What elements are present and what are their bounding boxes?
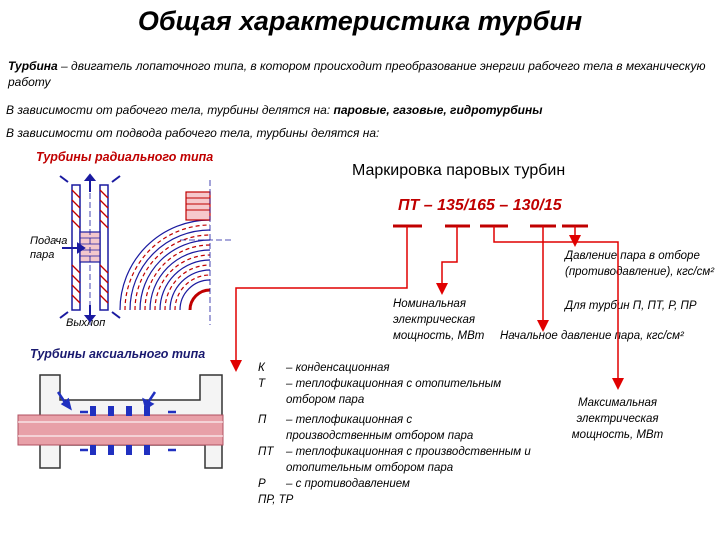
type-desc: – теплофикационная с производственным и … — [286, 446, 531, 474]
steam-supply-label: Подача пара — [30, 235, 68, 261]
page-title: Общая характеристика турбин — [137, 6, 583, 36]
classification-working-body-types: паровые, газовые, гидротурбины — [330, 103, 543, 117]
axial-heading: Турбины аксиального типа — [30, 347, 206, 361]
type-row: Р – с противодавлением — [258, 476, 548, 492]
axial-turbine — [17, 374, 224, 469]
type-code: ПР, ТР — [258, 494, 294, 506]
axial-shaft — [17, 414, 224, 446]
type-code: Р — [258, 478, 266, 490]
radial-turbine-section — [59, 173, 121, 325]
nominal-power-label: Номинальная электрическая мощность, МВт — [393, 298, 485, 342]
type-row: ПР, ТР — [258, 492, 548, 508]
type-code: ПТ — [258, 446, 274, 458]
type-code: П — [258, 414, 267, 426]
type-row: П – теплофикационная с производственным о… — [258, 412, 548, 444]
radial-turbine-front — [119, 180, 232, 325]
type-desc: – с противодавлением — [286, 478, 410, 490]
initial-pressure-label: Начальное давление пара, кгс/см² — [500, 330, 684, 342]
extraction-pressure-label: Давление пара в отборе (противодавление)… — [565, 250, 715, 278]
classification-working-body: В зависимости от рабочего тела, турбины … — [6, 102, 716, 118]
type-row: ПТ – теплофикационная с производственным … — [258, 444, 548, 476]
exhaust-label: Выхлоп — [66, 317, 106, 329]
extraction-note-label: Для турбин П, ПТ, Р, ПР — [565, 300, 697, 312]
type-desc: – конденсационная — [286, 362, 390, 374]
marking-arrowheads — [230, 235, 624, 390]
marking-code: ПТ – 135/165 – 130/15 — [398, 197, 562, 214]
axial-flow-arrows — [56, 391, 176, 452]
marking-leader-lines — [235, 226, 619, 378]
type-code: К — [258, 362, 265, 374]
max-power-label: Максимальная электрическая мощность, МВт — [571, 397, 664, 441]
definition-term: Турбина — [8, 59, 58, 73]
type-row: Т – теплофикационная с отопительным отбор… — [258, 376, 548, 408]
marking-heading: Маркировка паровых турбин — [352, 162, 566, 179]
radial-heading: Турбины радиального типа — [36, 150, 214, 164]
classification-supply: В зависимости от подвода рабочего тела, … — [6, 126, 380, 140]
type-code: Т — [258, 378, 266, 390]
type-desc: – теплофикационная с производственным от… — [286, 414, 474, 442]
type-row: К – конденсационная — [258, 360, 548, 376]
radial-blades-right — [99, 189, 109, 304]
classification-working-body-prefix: В зависимости от рабочего тела, турбины … — [6, 103, 331, 117]
turbine-type-list: К – конденсационная Т – теплофикационная с… — [258, 360, 548, 508]
type-desc: – теплофикационная с отопительным отборо… — [286, 378, 502, 406]
axial-blades — [90, 406, 150, 455]
radial-blades-left — [71, 189, 81, 304]
definition-body: – двигатель лопаточного типа, в котором … — [8, 59, 706, 89]
definition-text: Турбина – двигатель лопаточного типа, в … — [8, 58, 713, 90]
